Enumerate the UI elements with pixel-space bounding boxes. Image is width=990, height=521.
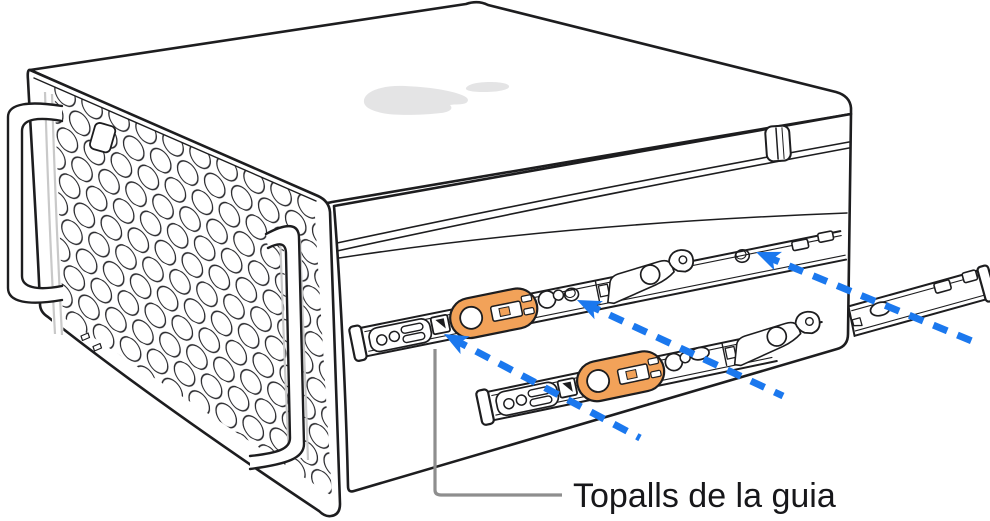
case-latch [764,124,792,163]
slide-rail-detached [847,264,990,337]
slide-rail-lower [475,310,823,426]
rail-stop [556,377,578,399]
slide-rail-upper [348,230,848,362]
mac-pro-chassis [6,0,853,518]
screw-slot-icon [92,342,103,352]
rail-stop [429,313,451,336]
left-handle [6,102,64,304]
screw-slot-icon [80,332,91,342]
right-handle [248,225,306,471]
rail-latch-mechanism [594,249,695,305]
direction-arrow-icon [577,300,785,400]
direction-arrow-icon [444,334,642,442]
callout-leader-line [433,349,562,497]
direction-arrow-icon [756,251,974,345]
rail-end-cap [475,388,495,426]
callout: Topalls de la guia [433,349,836,515]
orange-slide-lock [576,350,666,403]
front-latch-tab [89,122,117,154]
front-top-lip [33,77,317,202]
direction-arrows [444,251,974,442]
rail-end-cap [976,264,990,303]
orange-slide-lock [449,287,539,340]
rail-latch-mechanism [721,310,821,367]
apple-logo-icon [363,82,510,115]
callout-label: Topalls de la guia [573,477,836,515]
rail-end-cap [348,324,368,362]
